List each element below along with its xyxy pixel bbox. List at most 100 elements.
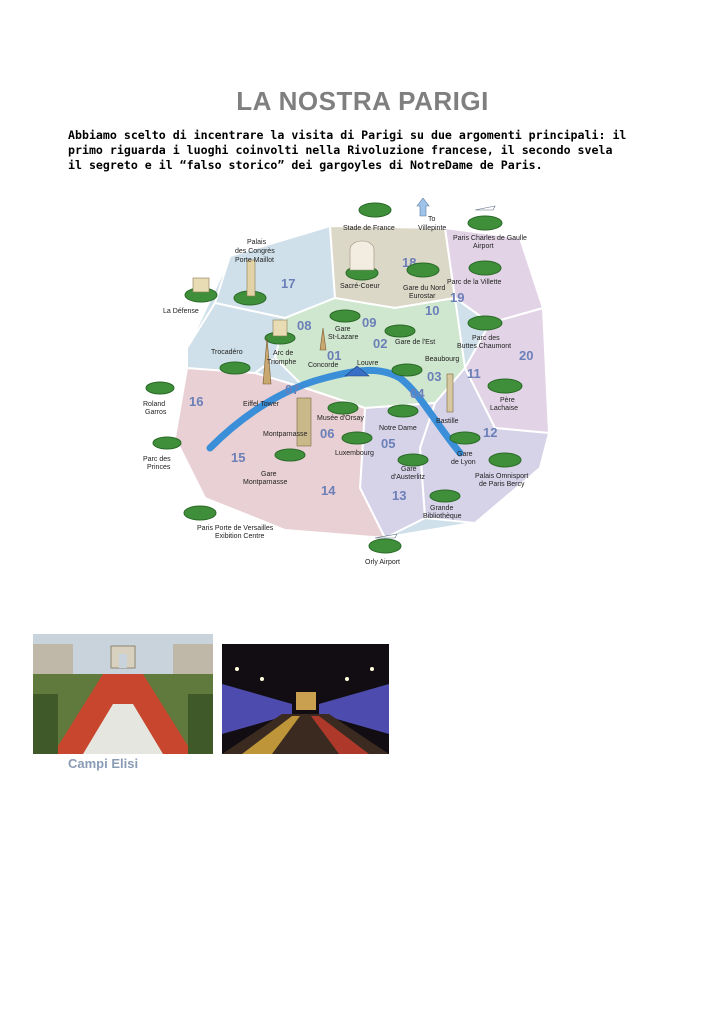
roland-badge	[145, 381, 175, 395]
landmark-buildings	[192, 198, 496, 539]
label-gdn-1: Gare du Nord	[403, 285, 446, 292]
palais-tower-icon	[246, 259, 256, 297]
arr-17: 17	[281, 276, 295, 291]
arrow-up-icon	[416, 198, 430, 217]
sacre-coeur-icon	[349, 240, 375, 271]
label-gde: Gare de l'Est	[395, 339, 435, 346]
arr-20: 20	[519, 348, 533, 363]
gde-badge	[384, 324, 416, 338]
label-villepinte: Villepinte	[418, 225, 446, 232]
intro-text: Abbiamo scelto di incentrare la visita d…	[68, 128, 627, 172]
arr-06: 06	[320, 426, 334, 441]
bib-badge	[429, 489, 461, 503]
arr-09: 09	[362, 315, 376, 330]
label-to: To	[428, 216, 436, 223]
label-eiffel: Eiffel Tower	[243, 401, 280, 408]
princes-badge	[152, 436, 182, 450]
label-arc-1: Arc de	[273, 350, 293, 357]
label-bib-2: Bibliothèque	[423, 513, 462, 520]
lazare-badge	[329, 309, 361, 323]
label-roland-1: Roland	[143, 401, 165, 408]
versailles-badge	[183, 505, 217, 521]
concorde-obelisk-icon	[319, 327, 327, 351]
arr-19: 19	[450, 290, 464, 305]
photo-champs-elysees-night	[222, 644, 389, 754]
airplane-icon	[474, 205, 496, 211]
label-bercy-2: de Paris Bercy	[479, 481, 525, 488]
label-buttes-1: Parc des	[472, 335, 500, 342]
notredame-badge	[387, 404, 419, 418]
label-arc-2: Triomphe	[267, 359, 296, 366]
eiffel-tower-icon	[262, 337, 272, 385]
paris-map: 01 02 03 04 05 06 07 08 09 10 11 12 13 1…	[135, 198, 550, 570]
label-sacre: Sacré-Coeur	[340, 283, 380, 290]
label-palais-1: Palais	[247, 239, 267, 246]
villette-badge	[468, 260, 502, 276]
label-beaubourg: Beaubourg	[425, 356, 459, 363]
label-princes-1: Parc des	[143, 456, 171, 463]
label-cdg-2: Airport	[473, 243, 494, 250]
arr-02: 02	[373, 336, 387, 351]
arr-14: 14	[321, 483, 336, 498]
arr-11: 11	[467, 366, 481, 381]
label-orly: Orly Airport	[365, 559, 400, 566]
page-title: LA NOSTRA PARIGI	[236, 86, 489, 116]
label-luxembourg: Luxembourg	[335, 450, 374, 457]
label-concorde: Concorde	[308, 362, 338, 369]
label-trocadero: Trocadéro	[211, 349, 243, 356]
cdg-badge	[467, 215, 503, 231]
label-bastille: Bastille	[436, 418, 459, 425]
label-pere-1: Père	[500, 397, 515, 404]
beaubourg-badge	[391, 363, 423, 377]
label-cdg-1: Paris Charles de Gaulle	[453, 235, 527, 242]
label-pere-2: Lachaise	[490, 405, 518, 412]
gdn-badge	[406, 262, 440, 278]
arr-05: 05	[381, 436, 395, 451]
pere-badge	[487, 378, 523, 394]
label-bib-1: Grande	[430, 505, 453, 512]
label-notredame: Notre Dame	[379, 425, 417, 432]
defense-arch-icon	[192, 277, 210, 293]
arr-15: 15	[231, 450, 245, 465]
bastille-column-icon	[446, 373, 454, 413]
arr-04: 04	[410, 386, 425, 401]
arr-07: 07	[285, 382, 299, 397]
trocadero-badge	[219, 361, 251, 375]
label-palais-3: Porte Maillot	[235, 257, 274, 264]
orly-airplane-icon	[374, 533, 398, 539]
label-buttes-2: Buttes Chaumont	[457, 343, 511, 350]
orly-badge	[368, 538, 402, 554]
luxembourg-badge	[341, 431, 373, 445]
label-versailles-1: Paris Porte de Versailles	[197, 525, 274, 532]
arr-01: 01	[327, 348, 341, 363]
arr-08: 08	[297, 318, 311, 333]
photo-champs-elysees-day	[33, 634, 213, 754]
buttes-badge	[467, 315, 503, 331]
label-villette: Parc de la Villette	[447, 279, 501, 286]
arr-12: 12	[483, 425, 497, 440]
bercy-badge	[488, 452, 522, 468]
louvre-pyramid-icon	[344, 365, 370, 377]
label-gdl-1: Gare	[457, 451, 473, 458]
arc-triomphe-icon	[272, 319, 288, 337]
arr-13: 13	[392, 488, 406, 503]
label-palais-2: des Congrès	[235, 248, 275, 255]
arr-16: 16	[189, 394, 203, 409]
label-gdn-2: Eurostar	[409, 293, 436, 300]
label-princes-2: Princes	[147, 464, 171, 471]
label-louvre: Louvre	[357, 360, 379, 367]
arr-10: 10	[425, 303, 439, 318]
label-gmp-1: Gare	[261, 471, 277, 478]
stade-badge	[358, 202, 392, 218]
gdl-badge	[449, 431, 481, 445]
gmp-badge	[274, 448, 306, 462]
label-lazare-1: Gare	[335, 326, 351, 333]
photo-caption: Campi Elisi	[68, 756, 139, 771]
label-lazare-2: St-Lazare	[328, 334, 358, 341]
label-versailles-2: Exibition Centre	[215, 533, 265, 540]
arr-03: 03	[427, 369, 441, 384]
label-orsay: Musée d'Orsay	[317, 415, 364, 422]
label-aust-2: d'Austerlitz	[391, 474, 426, 481]
austerlitz-badge	[397, 453, 429, 467]
montparnasse-tower-icon	[296, 397, 312, 447]
